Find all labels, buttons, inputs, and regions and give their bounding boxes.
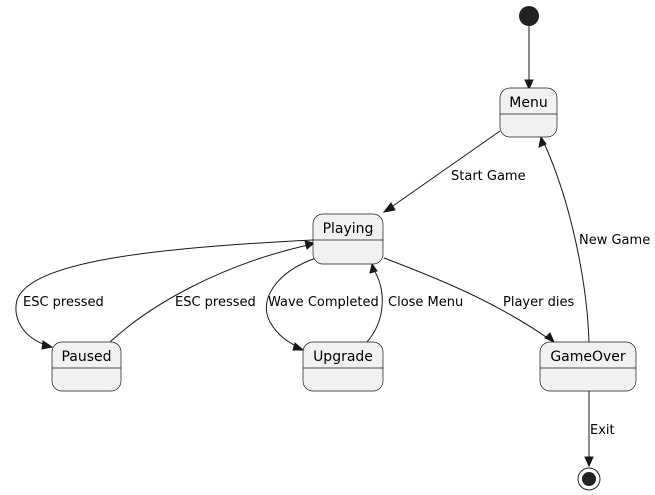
state-upgrade-name: Upgrade	[313, 349, 373, 365]
label-wave-completed: Wave Completed	[268, 295, 379, 310]
label-player-dies: Player dies	[503, 295, 574, 310]
state-menu-name: Menu	[509, 95, 547, 111]
state-upgrade: Upgrade	[302, 341, 384, 392]
label-exit: Exit	[590, 423, 615, 438]
transition-start-to-menu	[524, 26, 534, 91]
transition-playing-to-upgrade	[265, 257, 317, 351]
state-gameover-name: GameOver	[550, 349, 626, 365]
label-start-game: Start Game	[451, 169, 526, 184]
transition-playing-to-paused	[15, 239, 314, 350]
transition-upgrade-to-playing	[366, 262, 383, 343]
state-playing-name: Playing	[323, 221, 374, 237]
state-playing: Playing	[312, 213, 384, 265]
transition-menu-to-playing	[382, 130, 501, 213]
state-menu: Menu	[499, 87, 558, 138]
state-gameover: GameOver	[539, 341, 637, 392]
label-new-game: New Game	[579, 233, 650, 248]
initial-state	[519, 6, 539, 26]
label-close-menu: Close Menu	[388, 295, 463, 310]
transition-paused-to-playing	[109, 240, 316, 343]
transition-playing-to-gameover	[383, 257, 555, 343]
label-esc-pressed-to-playing: ESC pressed	[175, 295, 256, 310]
transition-gameover-to-menu	[538, 135, 590, 343]
state-paused: Paused	[51, 341, 122, 392]
label-esc-pressed-to-paused: ESC pressed	[23, 295, 104, 310]
state-paused-name: Paused	[61, 349, 111, 365]
transition-gameover-to-end	[584, 391, 594, 468]
final-state	[577, 467, 601, 491]
